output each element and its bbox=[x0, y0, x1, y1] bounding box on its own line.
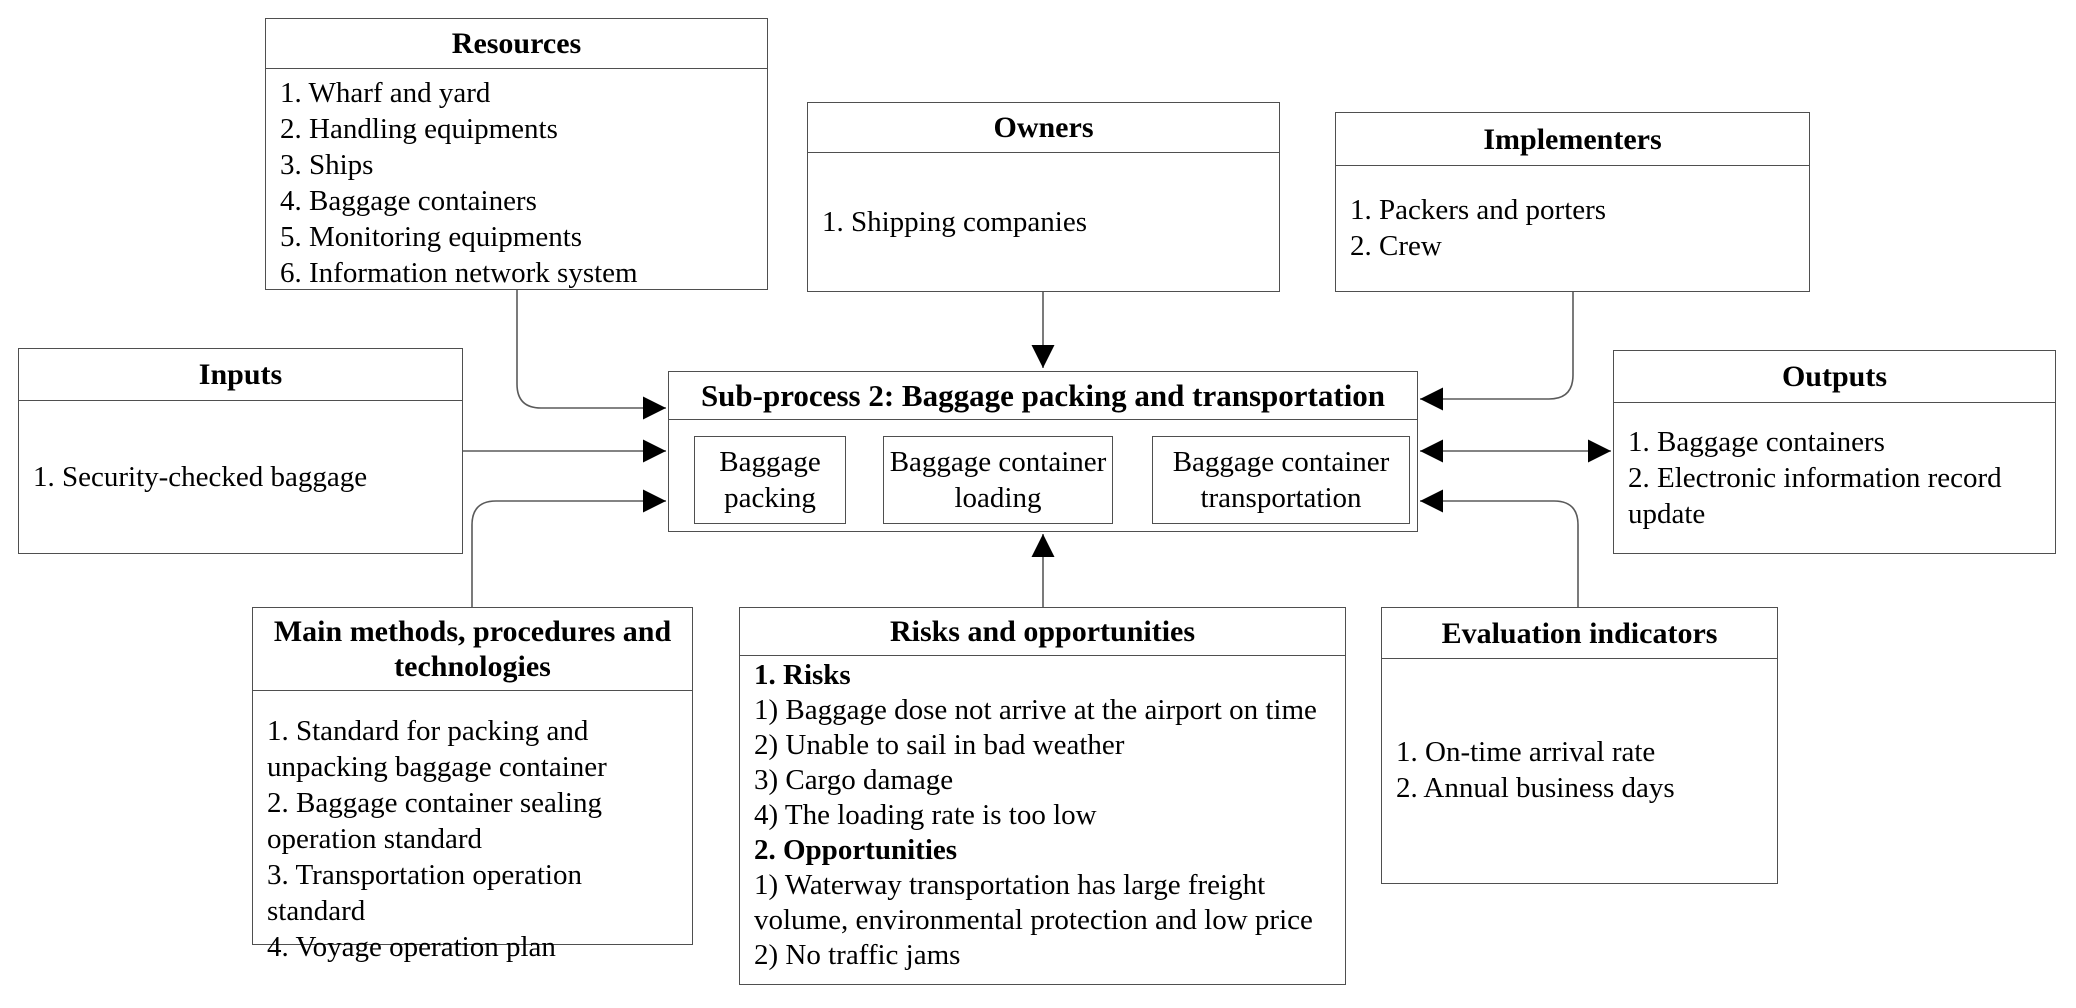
main-methods-list: 1. Standard for packing and unpacking ba… bbox=[253, 691, 692, 971]
outputs-item: 1. Baggage containers bbox=[1628, 425, 1885, 458]
connector-implementers-to-subprocess bbox=[1420, 292, 1574, 411]
connector-methods-to-subprocess bbox=[471, 489, 666, 607]
outputs-list: 1. Baggage containers 2. Electronic info… bbox=[1614, 403, 2055, 552]
main-methods-item: 2. Baggage container sealing operation s… bbox=[267, 787, 602, 855]
inputs-box: Inputs 1. Security-checked baggage bbox=[18, 348, 463, 554]
subprocess-title: Sub-process 2: Baggage packing and trans… bbox=[669, 372, 1417, 420]
evaluation-indicators-title: Evaluation indicators bbox=[1382, 608, 1777, 659]
inputs-title: Inputs bbox=[19, 349, 462, 401]
risk-item: 4) The loading rate is too low bbox=[754, 799, 1097, 831]
connector-resources-to-subprocess bbox=[516, 290, 666, 420]
resources-list: 1. Wharf and yard 2. Handling equipments… bbox=[266, 69, 767, 297]
resources-item: 6. Information network system bbox=[280, 257, 638, 289]
resources-item: 1. Wharf and yard bbox=[280, 77, 491, 109]
step-label: Baggage container transportation bbox=[1172, 446, 1390, 514]
connector-evaluation-to-subprocess bbox=[1420, 489, 1579, 607]
main-methods-item: 3. Transportation operation standard bbox=[267, 859, 582, 927]
implementers-box: Implementers 1. Packers and porters 2. C… bbox=[1335, 112, 1810, 292]
risk-item: 1) Baggage dose not arrive at the airpor… bbox=[754, 694, 1317, 726]
resources-title: Resources bbox=[266, 19, 767, 69]
main-methods-title: Main methods, procedures and technologie… bbox=[253, 608, 692, 691]
risk-item: 3) Cargo damage bbox=[754, 764, 954, 796]
risks-opportunities-title: Risks and opportunities bbox=[740, 608, 1345, 656]
risks-opportunities-box: Risks and opportunities 1. Risks 1) Bagg… bbox=[739, 607, 1346, 985]
resources-item: 2. Handling equipments bbox=[280, 113, 558, 145]
implementers-list: 1. Packers and porters 2. Crew bbox=[1336, 166, 1809, 290]
implementers-item: 1. Packers and porters bbox=[1350, 194, 1607, 226]
resources-item: 4. Baggage containers bbox=[280, 185, 537, 217]
resources-item: 3. Ships bbox=[280, 149, 374, 181]
opportunities-section-heading: 2. Opportunities bbox=[754, 834, 958, 866]
opportunity-item: 2) No traffic jams bbox=[754, 939, 961, 971]
step-baggage-container-transportation: Baggage container transportation bbox=[1152, 436, 1410, 524]
outputs-title: Outputs bbox=[1614, 351, 2055, 403]
inputs-item: 1. Security-checked baggage bbox=[33, 460, 368, 493]
owners-box: Owners 1. Shipping companies bbox=[807, 102, 1280, 292]
resources-item: 5. Monitoring equipments bbox=[280, 221, 583, 253]
outputs-box: Outputs 1. Baggage containers 2. Electro… bbox=[1613, 350, 2056, 554]
step-baggage-packing: Baggage packing bbox=[694, 436, 846, 524]
main-methods-item: 4. Voyage operation plan bbox=[267, 931, 556, 963]
step-baggage-container-loading: Baggage container loading bbox=[883, 436, 1113, 524]
risk-item: 2) Unable to sail in bad weather bbox=[754, 729, 1125, 761]
risks-opportunities-list: 1. Risks 1) Baggage dose not arrive at t… bbox=[740, 656, 1345, 979]
inputs-list: 1. Security-checked baggage bbox=[19, 401, 462, 552]
subprocess-box: Sub-process 2: Baggage packing and trans… bbox=[668, 371, 1418, 532]
step-label: Baggage container loading bbox=[889, 446, 1107, 514]
resources-box: Resources 1. Wharf and yard 2. Handling … bbox=[265, 18, 768, 290]
opportunity-item: 1) Waterway transportation has large fre… bbox=[754, 869, 1313, 936]
outputs-item: 2. Electronic information record update bbox=[1628, 461, 2002, 530]
evaluation-indicators-list: 1. On-time arrival rate 2. Annual busine… bbox=[1382, 659, 1777, 881]
implementers-title: Implementers bbox=[1336, 113, 1809, 166]
owners-list: 1. Shipping companies bbox=[808, 153, 1279, 290]
evaluation-item: 2. Annual business days bbox=[1396, 772, 1675, 804]
step-label: Baggage packing bbox=[719, 446, 821, 514]
owners-title: Owners bbox=[808, 103, 1279, 153]
evaluation-indicators-box: Evaluation indicators 1. On-time arrival… bbox=[1381, 607, 1778, 884]
implementers-item: 2. Crew bbox=[1350, 230, 1442, 262]
owners-item: 1. Shipping companies bbox=[822, 205, 1088, 238]
main-methods-item: 1. Standard for packing and unpacking ba… bbox=[267, 715, 607, 783]
evaluation-item: 1. On-time arrival rate bbox=[1396, 736, 1656, 768]
main-methods-box: Main methods, procedures and technologie… bbox=[252, 607, 693, 963]
risks-section-heading: 1. Risks bbox=[754, 659, 851, 691]
